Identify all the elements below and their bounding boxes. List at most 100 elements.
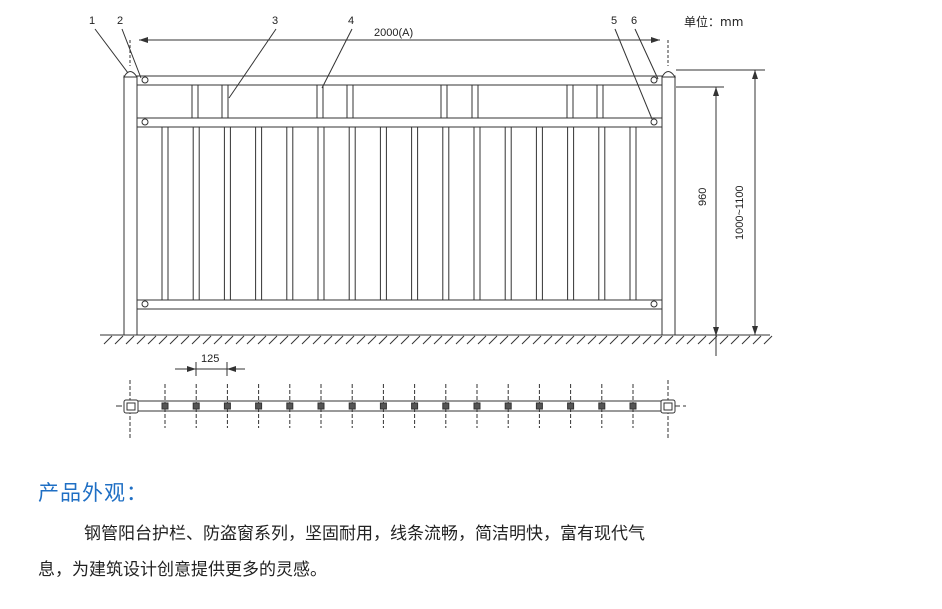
plan-baluster xyxy=(629,402,637,410)
section-title: 产品外观： xyxy=(38,481,148,505)
dim-total-arrow-bottom xyxy=(752,326,758,335)
plan-right-post xyxy=(660,399,676,414)
ground-hatch xyxy=(345,335,355,345)
ground-hatch xyxy=(653,335,663,345)
ground-hatch xyxy=(675,335,685,345)
plan-baluster xyxy=(473,402,481,410)
ground-hatch xyxy=(455,335,465,345)
leader-1 xyxy=(94,28,129,74)
ground-hatch xyxy=(301,335,311,345)
plan-baluster xyxy=(223,402,231,410)
ground-hatch xyxy=(378,335,388,345)
callout-4: 4 xyxy=(348,15,354,27)
ground-hatch xyxy=(664,335,674,345)
plan-baluster xyxy=(161,402,169,410)
ground-hatch xyxy=(356,335,366,345)
ground-hatch xyxy=(389,335,399,345)
railing-technical-drawing: 单位：mm 2000(A) 1 2 3 4 5 6 960 1000~1100 … xyxy=(89,14,773,438)
callout-3: 3 xyxy=(272,15,278,27)
baluster xyxy=(161,126,169,301)
upper-baluster xyxy=(191,84,199,119)
ground-hatch xyxy=(224,335,234,345)
ground-hatch xyxy=(323,335,333,345)
ground-hatch xyxy=(433,335,443,345)
ground-hatch xyxy=(554,335,564,345)
ground-hatch xyxy=(158,335,168,345)
right-post-cap xyxy=(661,71,676,78)
rail-bolt xyxy=(650,76,658,84)
ground-hatch xyxy=(114,335,124,345)
unit-label: 单位：mm xyxy=(684,14,743,29)
rail-bolt xyxy=(141,76,149,84)
upper-baluster xyxy=(471,84,479,119)
ground-hatch xyxy=(598,335,608,345)
dim-960-arrow-bottom xyxy=(713,327,719,336)
callout-1: 1 xyxy=(89,15,95,27)
description-line-1: 钢管阳台护栏、防盗窗系列，坚固耐用，线条流畅，简洁明快，富有现代气 xyxy=(84,524,645,544)
baluster xyxy=(286,126,294,301)
ground-hatch xyxy=(521,335,531,345)
product-description: 钢管阳台护栏、防盗窗系列，坚固耐用，线条流畅，简洁明快，富有现代气 息，为建筑设… xyxy=(38,516,838,588)
dim-125-arrow-right xyxy=(227,366,236,372)
ground-hatch xyxy=(697,335,707,345)
baluster xyxy=(473,126,481,301)
ground-hatch xyxy=(312,335,322,345)
upper-baluster xyxy=(221,84,229,119)
rail-bolt xyxy=(650,300,658,308)
plan-left-post xyxy=(123,399,139,414)
leader-4 xyxy=(321,28,353,89)
plan-right-post-inner xyxy=(663,402,673,411)
ground-hatch xyxy=(103,335,113,345)
ground-hatch xyxy=(367,335,377,345)
leader-2 xyxy=(121,28,142,79)
plan-baluster xyxy=(255,402,263,410)
baluster xyxy=(317,126,325,301)
ground-hatch xyxy=(477,335,487,345)
right-post xyxy=(661,75,676,336)
upper-baluster xyxy=(316,84,324,119)
plan-baluster xyxy=(348,402,356,410)
ground-hatch xyxy=(290,335,300,345)
ground-hatch xyxy=(532,335,542,345)
ground-hatch xyxy=(411,335,421,345)
ground-hatch xyxy=(510,335,520,345)
ground-hatch xyxy=(202,335,212,345)
ground-hatch xyxy=(180,335,190,345)
ground-hatch xyxy=(235,335,245,345)
dim-total-height-label: 1000~1100 xyxy=(734,185,746,240)
ground-hatch xyxy=(488,335,498,345)
ground-hatch xyxy=(609,335,619,345)
rail-bolt xyxy=(650,118,658,126)
ground-hatch xyxy=(642,335,652,345)
ground-hatch xyxy=(213,335,223,345)
baluster xyxy=(598,126,606,301)
ground-hatch xyxy=(543,335,553,345)
plan-rail xyxy=(131,400,667,412)
upper-baluster xyxy=(596,84,604,119)
ground-hatch xyxy=(246,335,256,345)
callout-2: 2 xyxy=(117,15,123,27)
ground-hatch xyxy=(587,335,597,345)
ground-hatch xyxy=(334,335,344,345)
width-arrow-left xyxy=(139,37,148,43)
ground-hatch xyxy=(565,335,575,345)
middle-rail xyxy=(136,117,663,128)
ground-hatch xyxy=(136,335,146,345)
dim-total-arrow-top xyxy=(752,70,758,79)
left-post xyxy=(123,75,138,336)
left-post-cap xyxy=(123,71,138,78)
baluster xyxy=(535,126,543,301)
leader-3 xyxy=(228,28,277,99)
baluster xyxy=(348,126,356,301)
ground-hatch xyxy=(125,335,135,345)
plan-baluster xyxy=(286,402,294,410)
plan-baluster xyxy=(192,402,200,410)
baluster xyxy=(442,126,450,301)
baluster xyxy=(504,126,512,301)
ground-hatch xyxy=(741,335,751,345)
rail-bolt xyxy=(141,300,149,308)
dim-960-arrow-top xyxy=(713,87,719,96)
ground-hatch xyxy=(719,335,729,345)
plan-baluster xyxy=(442,402,450,410)
ground-hatch xyxy=(147,335,157,345)
